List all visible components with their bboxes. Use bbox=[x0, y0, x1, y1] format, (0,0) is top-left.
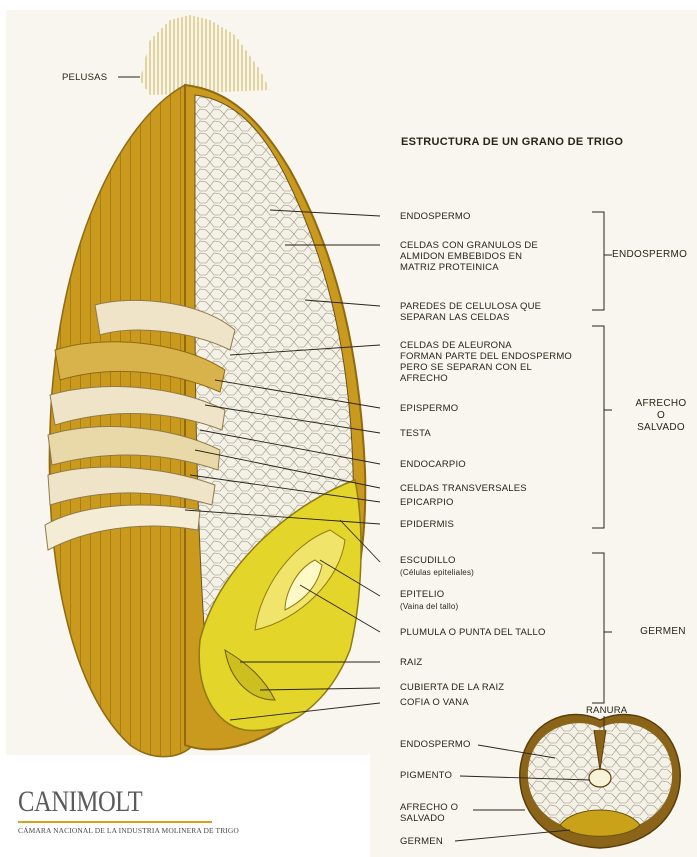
group-brackets bbox=[592, 212, 612, 703]
diagram-title: ESTRUCTURA DE UN GRANO DE TRIGO bbox=[401, 136, 623, 148]
label-raiz: RAIZ bbox=[400, 657, 422, 668]
label-paredes-1: PAREDES DE CELULOSA QUE bbox=[400, 301, 541, 312]
label-celdas-granulos-1: CELDAS CON GRANULOS DE bbox=[400, 240, 538, 251]
label-cubierta-raiz: CUBIERTA DE LA RAIZ bbox=[400, 682, 504, 693]
label-celdas-granulos-3: MATRIZ PROTEINICA bbox=[400, 262, 499, 273]
label-aleurona-2: FORMAN PARTE DEL ENDOSPERMO bbox=[400, 351, 572, 362]
group-endospermo: ENDOSPERMO bbox=[612, 249, 687, 261]
cross-label-afrecho-2: SALVADO bbox=[400, 813, 445, 824]
label-cofia: COFIA O VANA bbox=[400, 697, 469, 708]
label-endospermo: ENDOSPERMO bbox=[400, 211, 471, 222]
cross-section bbox=[520, 714, 680, 848]
label-escudillo: ESCUDILLO bbox=[400, 555, 456, 566]
cross-label-afrecho-1: AFRECHO O bbox=[400, 802, 458, 813]
label-aleurona-3: PERO SE SEPARAN CON EL bbox=[400, 362, 532, 373]
label-celdas-granulos-2: ALMIDON EMBEBIDOS EN bbox=[400, 251, 522, 262]
label-escudillo-sub: (Células epiteliales) bbox=[400, 567, 474, 578]
label-celdas-transversales: CELDAS TRANSVERSALES bbox=[400, 483, 527, 494]
label-epicarpio: EPICARPIO bbox=[400, 497, 454, 508]
cross-label-ranura: RANURA bbox=[586, 705, 627, 716]
label-epispermo: EPISPERMO bbox=[400, 403, 458, 414]
group-afrecho-2: O bbox=[626, 410, 696, 422]
label-aleurona-1: CELDAS DE ALEURONA bbox=[400, 340, 512, 351]
pelusas-hairs bbox=[140, 15, 270, 95]
label-epitelio-sub: (Vaina del tallo) bbox=[400, 601, 458, 612]
group-afrecho-3: SALVADO bbox=[626, 422, 696, 434]
label-paredes-2: SEPARAN LAS CELDAS bbox=[400, 312, 510, 323]
cross-label-endospermo: ENDOSPERMO bbox=[400, 739, 471, 750]
label-testa: TESTA bbox=[400, 428, 431, 439]
label-pelusas: PELUSAS bbox=[62, 72, 107, 83]
label-endocarpio: ENDOCARPIO bbox=[400, 459, 466, 470]
logo-subtitle: CÁMARA NACIONAL DE LA INDUSTRIA MOLINERA… bbox=[18, 826, 239, 835]
label-plumula: PLUMULA O PUNTA DEL TALLO bbox=[400, 627, 546, 638]
group-germen: GERMEN bbox=[630, 626, 696, 638]
logo-accent-bar bbox=[18, 821, 212, 823]
label-aleurona-4: AFRECHO bbox=[400, 373, 448, 384]
logo-name: CANIMOLT bbox=[18, 785, 199, 819]
canimolt-logo: CANIMOLT CÁMARA NACIONAL DE LA INDUSTRIA… bbox=[18, 785, 239, 835]
label-epitelio: EPITELIO bbox=[400, 589, 444, 600]
group-afrecho-1: AFRECHO bbox=[626, 398, 696, 410]
label-epidermis: EPIDERMIS bbox=[400, 519, 454, 530]
cross-label-germen: GERMEN bbox=[400, 836, 443, 847]
cross-label-pigmento: PIGMENTO bbox=[400, 770, 452, 781]
